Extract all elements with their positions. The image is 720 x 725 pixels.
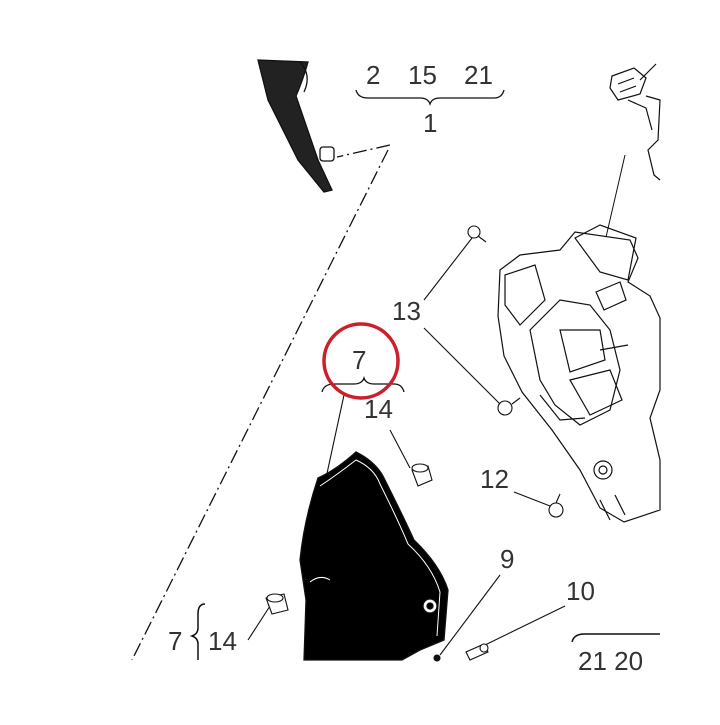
assembly-label-1: 1	[423, 108, 438, 138]
callout-label-10: 10	[566, 576, 595, 606]
group-bracket-bottom-left	[189, 603, 206, 660]
group-bracket-7	[321, 375, 405, 393]
fasteners	[265, 225, 564, 662]
grommet-14-upper	[411, 463, 433, 487]
assembly-label-7-highlighted: 7	[352, 345, 367, 375]
highlight-circle	[322, 322, 400, 400]
connector-part	[609, 63, 661, 181]
part-label-15: 15	[408, 60, 437, 90]
screw-13-top	[467, 225, 487, 243]
callout-label-9: 9	[500, 544, 515, 574]
inner-frame-assembly	[497, 224, 661, 523]
dash-dot-guide-line	[131, 144, 391, 661]
screw-10	[465, 643, 489, 661]
callout-label-12: 12	[480, 464, 509, 494]
group-bracket-top	[355, 89, 505, 107]
black-side-panel	[299, 451, 449, 661]
part-label-14-lower: 14	[208, 626, 237, 656]
part-label-21: 21	[464, 60, 493, 90]
part-label-14-upper: 14	[364, 394, 393, 424]
screw-12	[548, 493, 564, 518]
part-label-2: 2	[366, 60, 381, 90]
upper-bracket-part	[257, 59, 335, 193]
screw-9	[433, 654, 441, 662]
screw-13-bottom	[497, 397, 521, 416]
callout-label-13: 13	[392, 296, 421, 326]
grommet-14-lower	[265, 593, 289, 615]
assembly-label-7-lower: 7	[168, 626, 183, 656]
cutoff-label: 21 20	[578, 646, 644, 676]
group-bracket-bottom-right	[571, 633, 660, 643]
